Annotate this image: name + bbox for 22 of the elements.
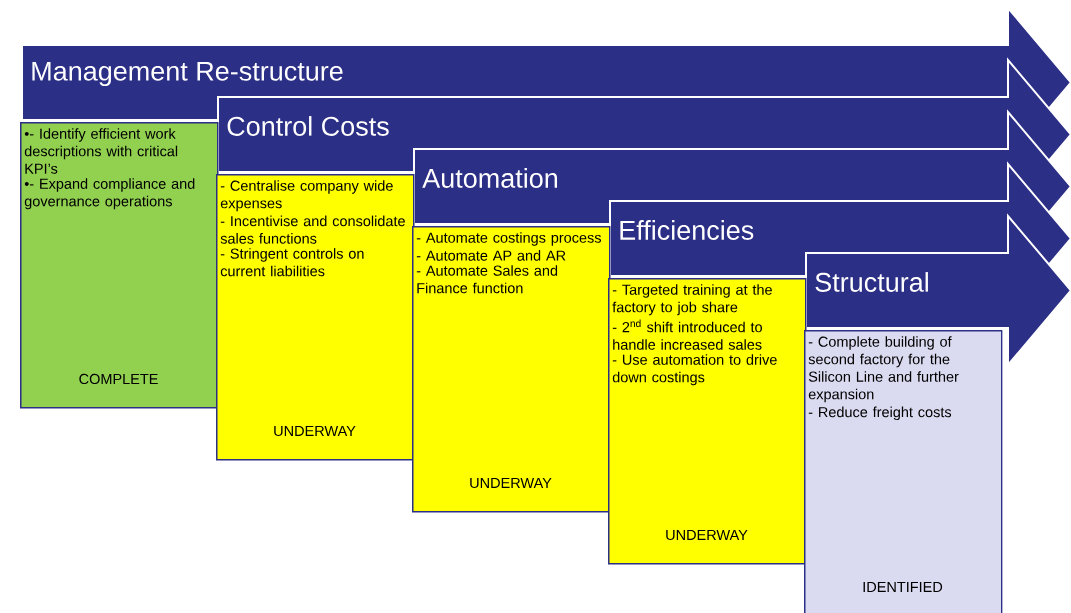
status-label: IDENTIFIED xyxy=(863,582,943,592)
bullet-item: - Stringent controls on current liabilities xyxy=(220,248,364,277)
bullet-item: - Reduce freight costs xyxy=(808,406,952,421)
status-card xyxy=(20,122,219,409)
bullet-item: - Automate AP and AR xyxy=(416,250,566,261)
status-card xyxy=(804,330,1003,613)
status-card xyxy=(608,278,807,565)
bullet-item: •- Identify efficient work descriptions with critical KPI’s xyxy=(24,128,178,174)
bullet-item: - Centralise company wide expenses xyxy=(220,180,393,212)
bullet-item: - 2$^{nd}$ shift introduced to handle increased sales xyxy=(612,319,762,350)
bullet-item: - Automate costings process xyxy=(416,232,601,246)
status-label: COMPLETE xyxy=(79,373,158,385)
bullet-item: •- Expand compliance and governance operations xyxy=(24,178,195,210)
status-label: UNDERWAY xyxy=(470,477,552,489)
bullet-item: - Use automation to drive down costings xyxy=(612,354,777,386)
status-card xyxy=(412,226,611,513)
bullet-item: - Automate Sales and Finance function xyxy=(416,265,558,294)
bullet-item: - Complete building of second factory for the Silicon Line and further expansion xyxy=(808,336,959,403)
status-label: UNDERWAY xyxy=(666,529,748,541)
bullet-item: - Incentivise and consolidate sales functions xyxy=(220,215,405,244)
status-label: UNDERWAY xyxy=(274,425,356,437)
status-card xyxy=(216,174,415,461)
